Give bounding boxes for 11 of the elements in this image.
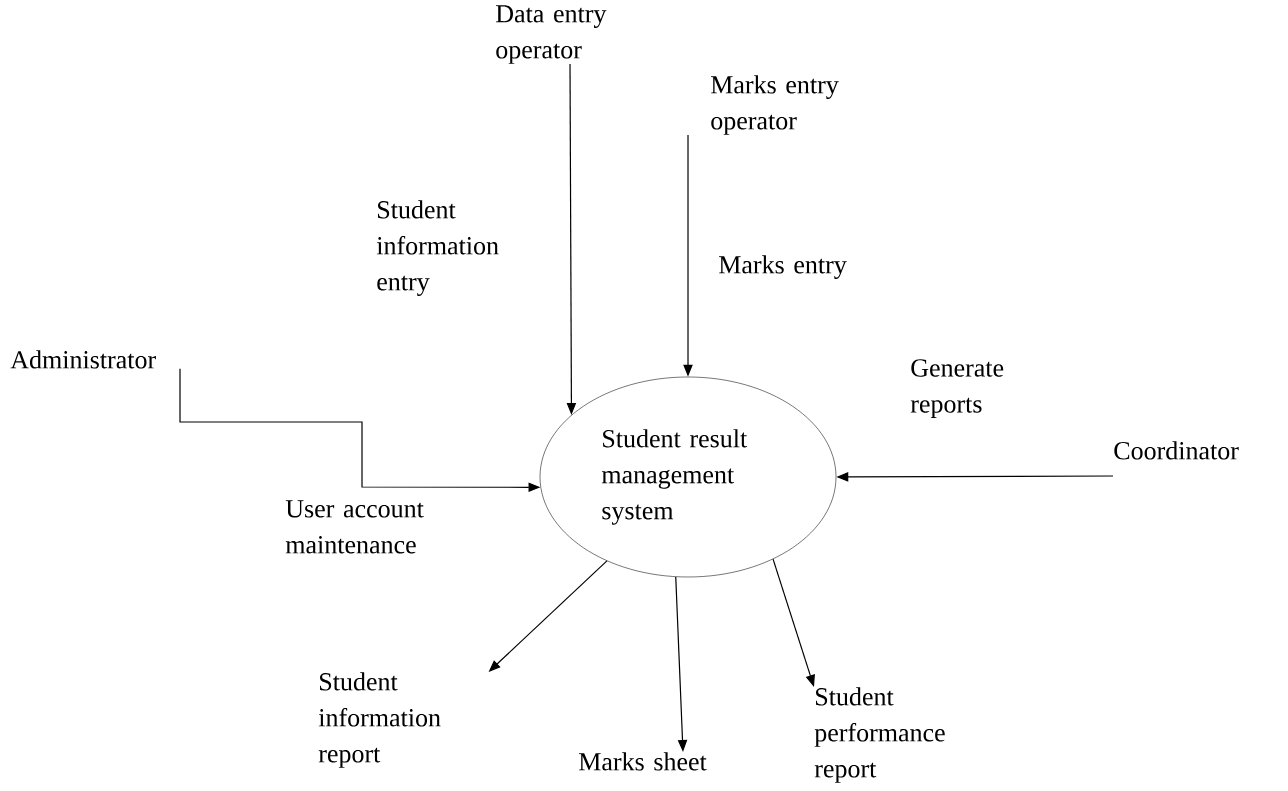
edge-label: User account maintenance (285, 500, 424, 554)
edge-label: Marks entry (719, 255, 847, 279)
entity-label: Marks sheet (579, 752, 707, 771)
entity-label: Student information report (318, 672, 441, 768)
entity-label: Marks entry operator (711, 75, 839, 135)
edge-label: Generate reports (910, 359, 1004, 418)
entity-label: Data entry operator (496, 5, 607, 64)
edge-label: Student information entry (376, 200, 499, 296)
entity-label: Coordinator (1114, 441, 1239, 460)
entity-label: Student performance report (814, 687, 945, 783)
entity-label: Administrator (10, 350, 156, 369)
